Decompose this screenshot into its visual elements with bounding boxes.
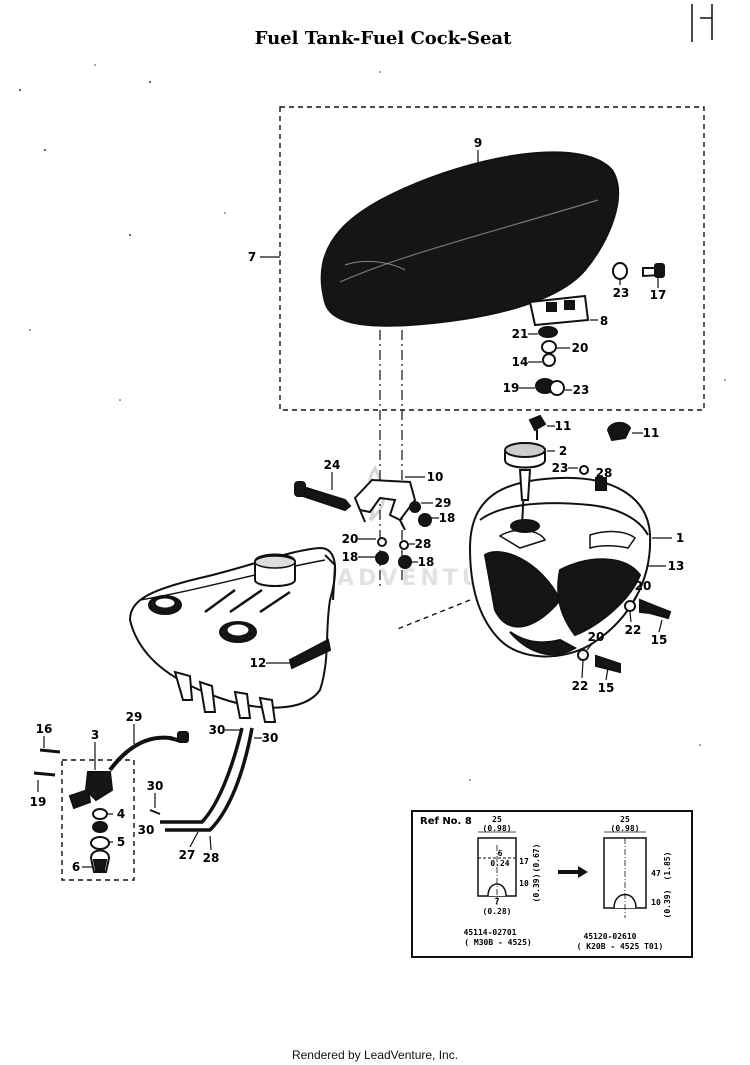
part-callout-9: 9 <box>474 136 482 150</box>
part-callout-30: 30 <box>209 723 226 737</box>
part-callout-23: 23 <box>613 286 630 300</box>
part-callout-20: 20 <box>572 341 589 355</box>
part-callout-28: 28 <box>415 537 432 551</box>
part-callout-7: 7 <box>248 250 256 264</box>
part-callout-22: 22 <box>625 623 642 637</box>
part-callout-18: 18 <box>418 555 435 569</box>
ref-dimension-label: 10 <box>519 879 529 888</box>
ref-dimension-label: 17 <box>519 857 529 866</box>
part-callout-28: 28 <box>203 851 220 865</box>
ref-dimension-label: 25 <box>492 815 502 824</box>
part-callout-11: 11 <box>555 419 572 433</box>
footer-credit: Rendered by LeadVenture, Inc. <box>292 1048 458 1062</box>
ref-dimension-label: 25 <box>620 815 630 824</box>
part-callout-10: 10 <box>427 470 444 484</box>
tank-shell-left <box>128 546 337 723</box>
ref-dimension-label: (0.98) <box>483 824 512 833</box>
part-callout-29: 29 <box>126 710 143 724</box>
page-title: Fuel Tank-Fuel Cock-Seat <box>255 28 512 49</box>
seat-bolt <box>612 262 665 280</box>
tank-projection-line <box>394 599 471 631</box>
part-callout-13: 13 <box>668 559 685 573</box>
part-callout-18: 18 <box>342 550 359 564</box>
ref-dimension-label: (0.39) <box>663 890 672 919</box>
part-callout-17: 17 <box>650 288 667 302</box>
part-callout-11: 11 <box>643 426 660 440</box>
fuel-cap <box>504 442 546 533</box>
fuel-cock-callouts: 16 3 29 30 30 19 30 4 30 5 6 27 28 <box>30 710 279 874</box>
part-callout-1: 1 <box>676 531 684 545</box>
part-callout-2: 2 <box>559 444 567 458</box>
tank-callouts: 11 2 11 23 28 1 13 20 22 15 20 22 15 <box>547 419 684 695</box>
part-callout-19: 19 <box>503 381 520 395</box>
ref-dimension-label: (0.67) <box>532 844 541 873</box>
tank-mount-bracket <box>294 478 417 531</box>
part-callout-18: 18 <box>439 511 456 525</box>
ref-no-8-box: Ref No. 8 25 (0.98) 6 0.24 17 (0.67) 10 … <box>411 810 693 958</box>
bracket-hardware <box>375 501 432 569</box>
part-callout-22: 22 <box>572 679 589 693</box>
old-bracket-drawing <box>477 831 517 905</box>
part-callout-30: 30 <box>138 823 155 837</box>
part-callout-14: 14 <box>512 355 529 369</box>
corner-mark <box>691 4 713 42</box>
bracket-callouts: 24 10 29 18 20 28 18 18 <box>324 458 456 569</box>
tank-side-bolts <box>577 465 672 674</box>
part-callout-23: 23 <box>573 383 590 397</box>
part-callout-20: 20 <box>342 532 359 546</box>
part-callout-15: 15 <box>598 681 615 695</box>
old-part-number: 45114-02701 <box>464 928 517 937</box>
part-callout-5: 5 <box>117 835 125 849</box>
cap-bolts <box>528 414 632 442</box>
seat-hinge-bracket <box>528 294 590 396</box>
part-callout-12: 12 <box>250 656 267 670</box>
ref-box-label: Ref No. 8 <box>420 816 472 827</box>
new-part-number: 45120-02610 <box>584 932 637 941</box>
ref-dimension-label: (1.85) <box>663 852 672 881</box>
part-callout-30: 30 <box>262 731 279 745</box>
part-callout-30: 30 <box>147 779 164 793</box>
ref-dimension-label: 6 <box>498 849 503 858</box>
part-callout-15: 15 <box>651 633 668 647</box>
part-callout-16: 16 <box>36 722 53 736</box>
part-callout-3: 3 <box>91 728 99 742</box>
ref-dimension-label: 10 <box>651 898 661 907</box>
part-callout-27: 27 <box>179 848 196 862</box>
part-callout-4: 4 <box>117 807 125 821</box>
old-model: ( M30B - 4525) <box>464 938 531 947</box>
ref-dimension-label: (0.98) <box>611 824 640 833</box>
part-callout-20: 20 <box>635 579 652 593</box>
part-callout-29: 29 <box>435 496 452 510</box>
new-bracket-drawing <box>603 831 647 918</box>
part-callout-23: 23 <box>552 461 569 475</box>
part-callout-19: 19 <box>30 795 47 809</box>
part-callout-20: 20 <box>588 630 605 644</box>
ref-dimension-label: 7 <box>495 897 500 906</box>
ref-dimension-label: 47 <box>651 869 661 878</box>
scan-specks <box>19 64 726 781</box>
seat <box>320 151 620 327</box>
fuel-tank <box>468 476 652 658</box>
ref-dimension-label: 0.24 <box>490 859 509 868</box>
seat-group-frame <box>279 106 705 411</box>
arrow-icon <box>558 866 588 878</box>
new-model: ( K20B - 4525 T01) <box>577 942 664 951</box>
seat-callouts: 9 7 23 17 8 21 20 14 19 23 <box>248 136 667 397</box>
ref-dimension-label: (0.28) <box>483 907 512 916</box>
part-callout-28: 28 <box>596 466 613 480</box>
part-callout-8: 8 <box>600 314 608 328</box>
fuel-hoses <box>108 727 254 832</box>
shell-callouts: 12 <box>250 656 290 670</box>
part-callout-24: 24 <box>324 458 341 472</box>
ref-dimension-label: (0.39) <box>532 874 541 903</box>
part-callout-6: 6 <box>72 860 80 874</box>
part-callout-21: 21 <box>512 327 529 341</box>
